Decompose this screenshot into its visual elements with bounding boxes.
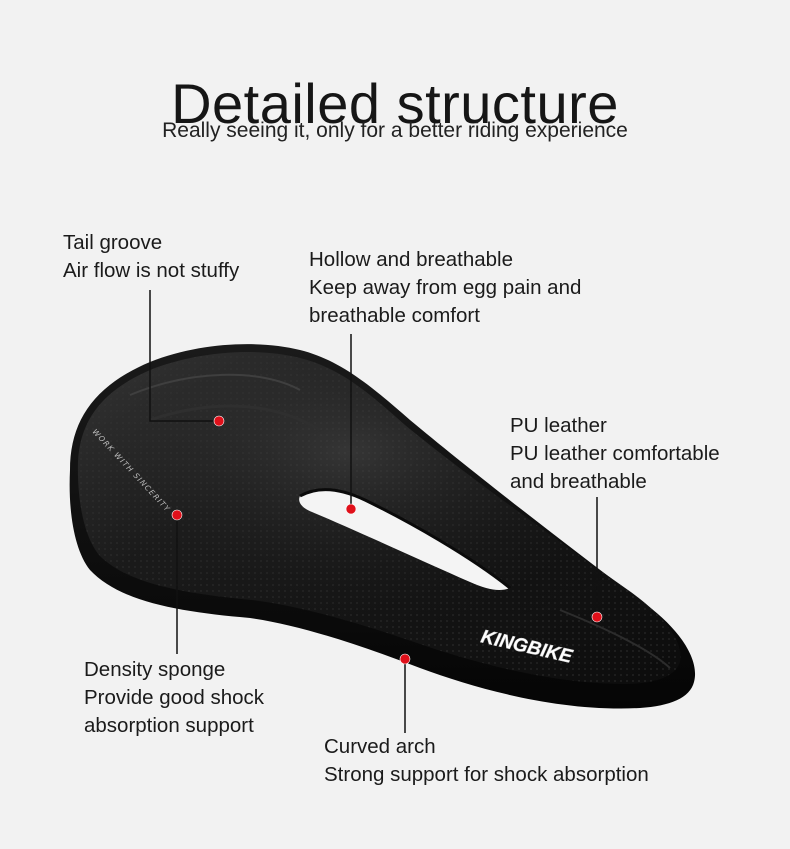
marker-pu bbox=[591, 611, 603, 623]
callout-title: Curved arch bbox=[324, 735, 436, 758]
page-subtitle: Really seeing it, only for a better ridi… bbox=[162, 119, 628, 142]
page-title: Detailed structure bbox=[171, 71, 619, 135]
callout-text: Provide good shock bbox=[84, 686, 265, 709]
callout-title: Hollow and breathable bbox=[309, 248, 513, 271]
markers bbox=[171, 415, 603, 665]
marker-arch bbox=[399, 653, 411, 665]
callout-curved-arch: Curved arch Strong support for shock abs… bbox=[324, 733, 649, 789]
leader-lines bbox=[149, 290, 598, 733]
callout-density-sponge: Density sponge Provide good shock absorp… bbox=[84, 656, 264, 740]
leader-line-tail bbox=[149, 290, 219, 422]
callout-text: Strong support for shock absorption bbox=[324, 763, 649, 786]
callout-tail-groove: Tail groove Air flow is not stuffy bbox=[63, 229, 239, 285]
callout-title: Density sponge bbox=[84, 658, 226, 681]
callout-text: and breathable bbox=[510, 470, 647, 493]
callout-pu-leather: PU leather PU leather comfortable and br… bbox=[510, 412, 720, 496]
marker-density bbox=[171, 509, 183, 521]
callout-text: Air flow is not stuffy bbox=[63, 259, 240, 282]
callout-text: Keep away from egg pain and bbox=[309, 276, 582, 299]
hollow-channel bbox=[299, 489, 510, 590]
callout-hollow: Hollow and breathable Keep away from egg… bbox=[309, 246, 581, 330]
callout-text: breathable comfort bbox=[309, 304, 480, 327]
callout-text: PU leather comfortable bbox=[510, 442, 720, 465]
callout-title: Tail groove bbox=[63, 231, 163, 254]
callout-title: PU leather bbox=[510, 414, 607, 437]
callout-text: absorption support bbox=[84, 714, 254, 737]
marker-hollow bbox=[345, 503, 357, 515]
marker-tail bbox=[213, 415, 225, 427]
